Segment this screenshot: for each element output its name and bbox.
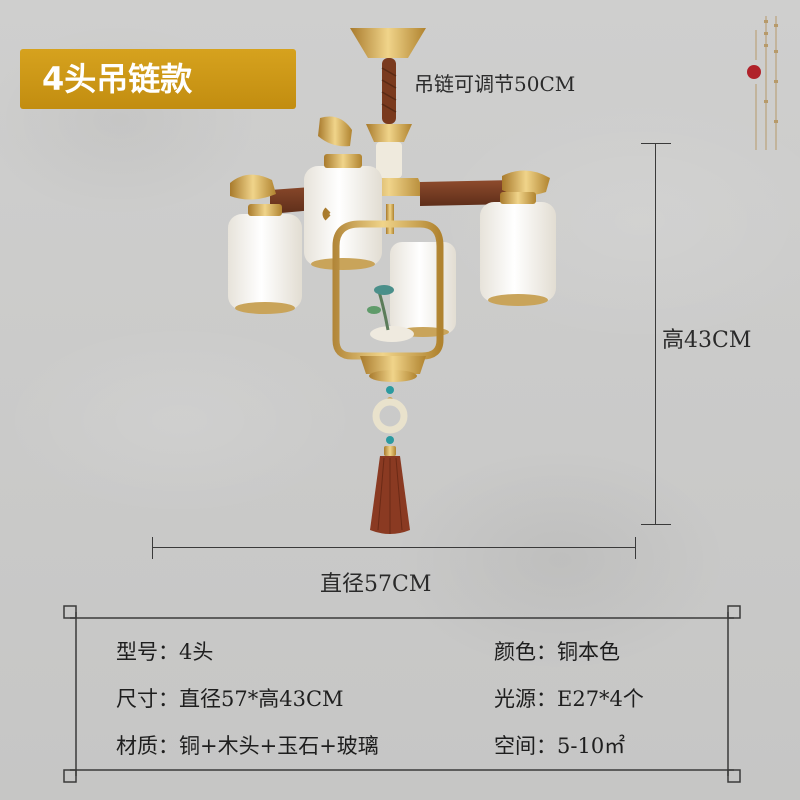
spec-space: 空间：5-10㎡ [494,734,626,758]
height-label: 高43CM [662,328,752,353]
spec-color: 颜色：铜本色 [494,640,620,664]
chandelier-image [228,28,556,534]
height-dimension-line [655,143,656,525]
height-dimension-cap-bottom [641,524,671,525]
title-badge: 4头吊链款 [20,49,296,109]
brand-logo [747,16,778,150]
chain-length-label: 吊链可调节50CM [414,72,576,96]
width-dimension-cap-right [635,537,636,559]
spec-material: 材质：铜+木头+玉石+玻璃 [116,734,379,758]
spec-size: 尺寸：直径57*高43CM [116,687,344,711]
shade-right [480,192,556,306]
shade-left [228,204,302,314]
spec-box: 型号：4头 尺寸：直径57*高43CM 材质：铜+木头+玉石+玻璃 颜色：铜本色… [62,604,742,784]
spec-box-frame [63,605,741,783]
spec-light-source: 光源：E27*4个 [494,687,644,711]
shade-center-right [390,242,456,337]
width-dimension-cap-left [152,537,153,559]
height-dimension-cap-top [641,143,671,144]
spec-model: 型号：4头 [116,640,214,664]
width-dimension-line [152,547,636,548]
shade-center-left [304,154,382,270]
width-label: 直径57CM [320,572,432,597]
